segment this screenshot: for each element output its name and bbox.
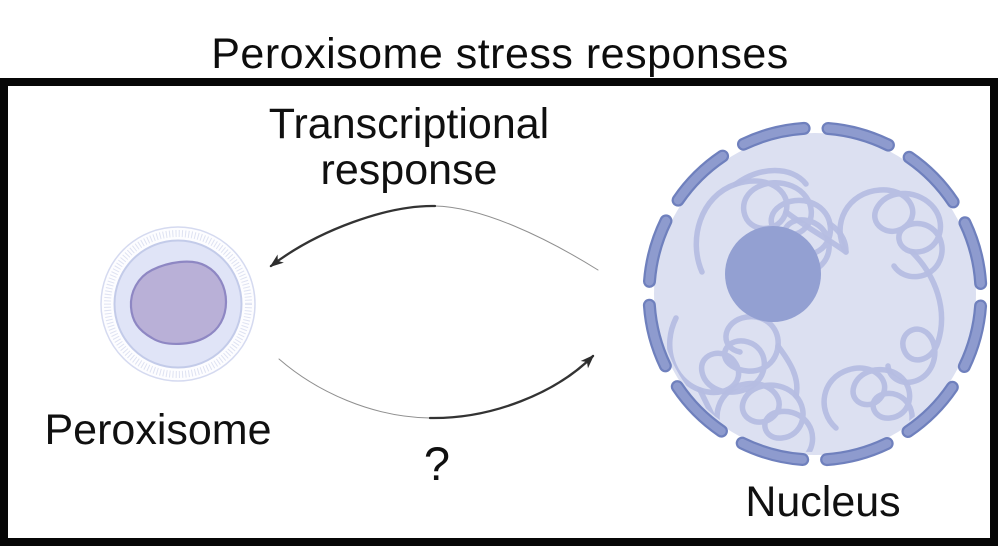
question-mark-label: ? xyxy=(423,437,451,490)
diagram-title: Peroxisome stress responses xyxy=(211,30,789,78)
transcriptional-response-arrow xyxy=(269,204,599,271)
peroxisome-membrane-stipple xyxy=(104,230,252,378)
chromatin-strands xyxy=(666,167,945,452)
nucleus-label: Nucleus xyxy=(745,478,901,526)
peroxisome-core xyxy=(129,260,228,345)
peroxisome-graphic xyxy=(100,226,256,382)
unknown-signal-arrow xyxy=(278,354,595,420)
nucleolus xyxy=(725,226,821,322)
nucleus-graphic xyxy=(642,121,988,467)
peroxisome-label: Peroxisome xyxy=(44,406,272,454)
transcriptional-response-label: Transcriptional response xyxy=(268,100,550,194)
